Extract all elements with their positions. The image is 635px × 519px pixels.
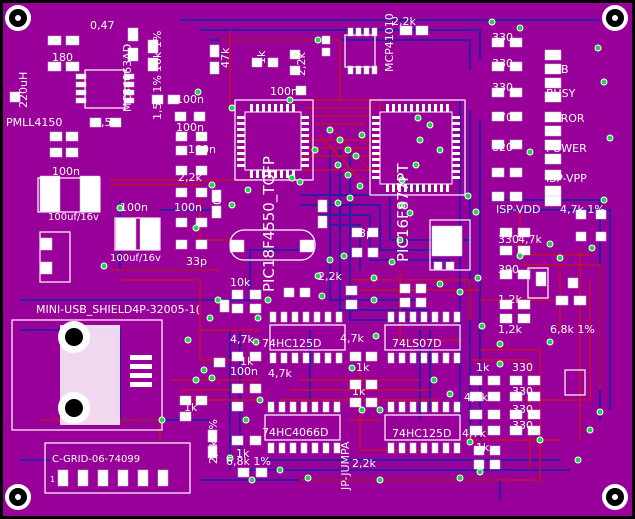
r4k7-a-label: 4,7k (230, 333, 254, 346)
c100n-f-label: 100n (120, 201, 148, 214)
c100n-g-label: 100n (174, 201, 202, 214)
qfp-chip-left (244, 111, 302, 171)
usb-label: MINI-USB_SHIELD4P-32005-1( (36, 303, 200, 316)
r1k-e-label: 1k (352, 385, 366, 398)
r4k7-b-label: 4,7k (268, 367, 292, 380)
c100n-c-label: 100n (176, 121, 204, 134)
r047-label: 0,47 (90, 19, 115, 32)
r4k7-c-label: 4,7k (340, 332, 364, 345)
r1k-a-label: 1k (184, 401, 198, 414)
r1k-b-label: 1k (356, 361, 370, 374)
r2k2-top-label: 2,2k (392, 15, 416, 28)
mcp-label: MCP41010 (383, 13, 396, 72)
r2k2-b-label: 2,2k (318, 270, 342, 283)
jumper-label: JP-JUMPA (339, 441, 352, 490)
c100uf-b-label: 100uf/16v (110, 253, 161, 264)
r1k-top-label: 1k (255, 50, 268, 64)
c33p-a-label: 33p (186, 255, 207, 268)
r330-6-label: 330 (512, 385, 533, 398)
r2k2-a-label: 2,2k (178, 171, 202, 184)
r47k-label: 47k (219, 47, 232, 68)
r4k7-f-label: 4,7k (462, 427, 486, 440)
hc4066-label: 74HC4066D (262, 426, 329, 439)
r1k-d-label: 1k (476, 441, 490, 454)
r100n-h-label: 100n (230, 365, 258, 378)
r10k1-label: 10k 1% (151, 30, 164, 72)
top-traces (40, 30, 601, 481)
r820-label: 820 (492, 141, 513, 154)
usb-connector (58, 321, 152, 425)
hc125-a-label: 74HC125D (262, 337, 322, 350)
r1k2-b-label: 1,2k (498, 323, 522, 336)
mc34063-label: MC34063AD (121, 43, 134, 112)
smd-pads (9, 25, 607, 487)
busy-led-label: BUSY (546, 87, 576, 100)
r330-2-label: 330 (492, 57, 513, 70)
pic18-label: PIC18F4550_TQFP (260, 156, 278, 292)
c100n-e-label: 100n (52, 165, 80, 178)
r22k-top-label: 2,2k (295, 52, 308, 76)
c1n5-label: 1,5n (94, 116, 119, 129)
qfp-leads (237, 104, 460, 192)
hc125-b-label: 74HC125D (392, 427, 452, 440)
r4k7-e-label: 4,7k (464, 391, 488, 404)
pic16-label: PIC16F877PT (394, 163, 412, 263)
error-led-label: ERROR (546, 112, 585, 125)
r2k2-1pc-label: 2,2k 1% (207, 419, 220, 464)
r180-label: 180 (52, 51, 73, 64)
pin1-label: 1 (50, 475, 56, 484)
r330-4-label: 330 (498, 233, 519, 246)
c33p-b-label: 33p (352, 227, 373, 240)
usb-led-label: USB (546, 63, 569, 76)
pmll-label: PMLL4150 (6, 116, 63, 129)
r6k8-b-label: 6,8k 1% (226, 455, 271, 468)
power-led-label: POWER (546, 142, 587, 155)
r1k-g-label: 1k (236, 447, 250, 460)
r330-1-label: 330 (492, 31, 513, 44)
r330-3-label: 330 (492, 81, 513, 94)
mounting-holes (5, 5, 628, 510)
r4k7-1pc-label: 4,7k 1% (560, 203, 605, 216)
r15k-label: 1,5k 1% (151, 75, 164, 120)
c100n-b-label: 100n (270, 85, 298, 98)
r470-label: 470 (492, 111, 513, 124)
r2k2-c-label: 2,2k (352, 457, 376, 470)
r330-5-label: 330 (512, 361, 533, 374)
r330-8-label: 330 (512, 419, 533, 432)
r1k-c-label: 1k (476, 361, 490, 374)
r4k7-d-label: 4,7k (518, 233, 542, 246)
r10k-b-label: 10k (230, 276, 251, 289)
ispvdd-led-label: ISP-VDD (496, 203, 541, 216)
c100uf-a-label: 100uf/16v (48, 212, 99, 223)
ispvpp-led-label: ISP-VPP (546, 172, 587, 185)
r10k-mid-label: 10k (211, 191, 224, 212)
r1k2-a-label: 1,2k (498, 293, 522, 306)
c100n-d-label: 100n (188, 143, 216, 156)
ls07-label: 74LS07D (392, 337, 442, 350)
r390-label: 390 (498, 263, 519, 276)
r330-7-label: 330 (512, 403, 533, 416)
r1k-f-label: 1k (240, 355, 254, 368)
vias (100, 18, 614, 484)
c100n-a-label: 100n (176, 93, 204, 106)
cgrid-label: C-GRID-06-74099 (52, 454, 141, 465)
r6k8-label: 6,8k 1% (550, 323, 595, 336)
l220-label: 220uH (17, 71, 30, 108)
